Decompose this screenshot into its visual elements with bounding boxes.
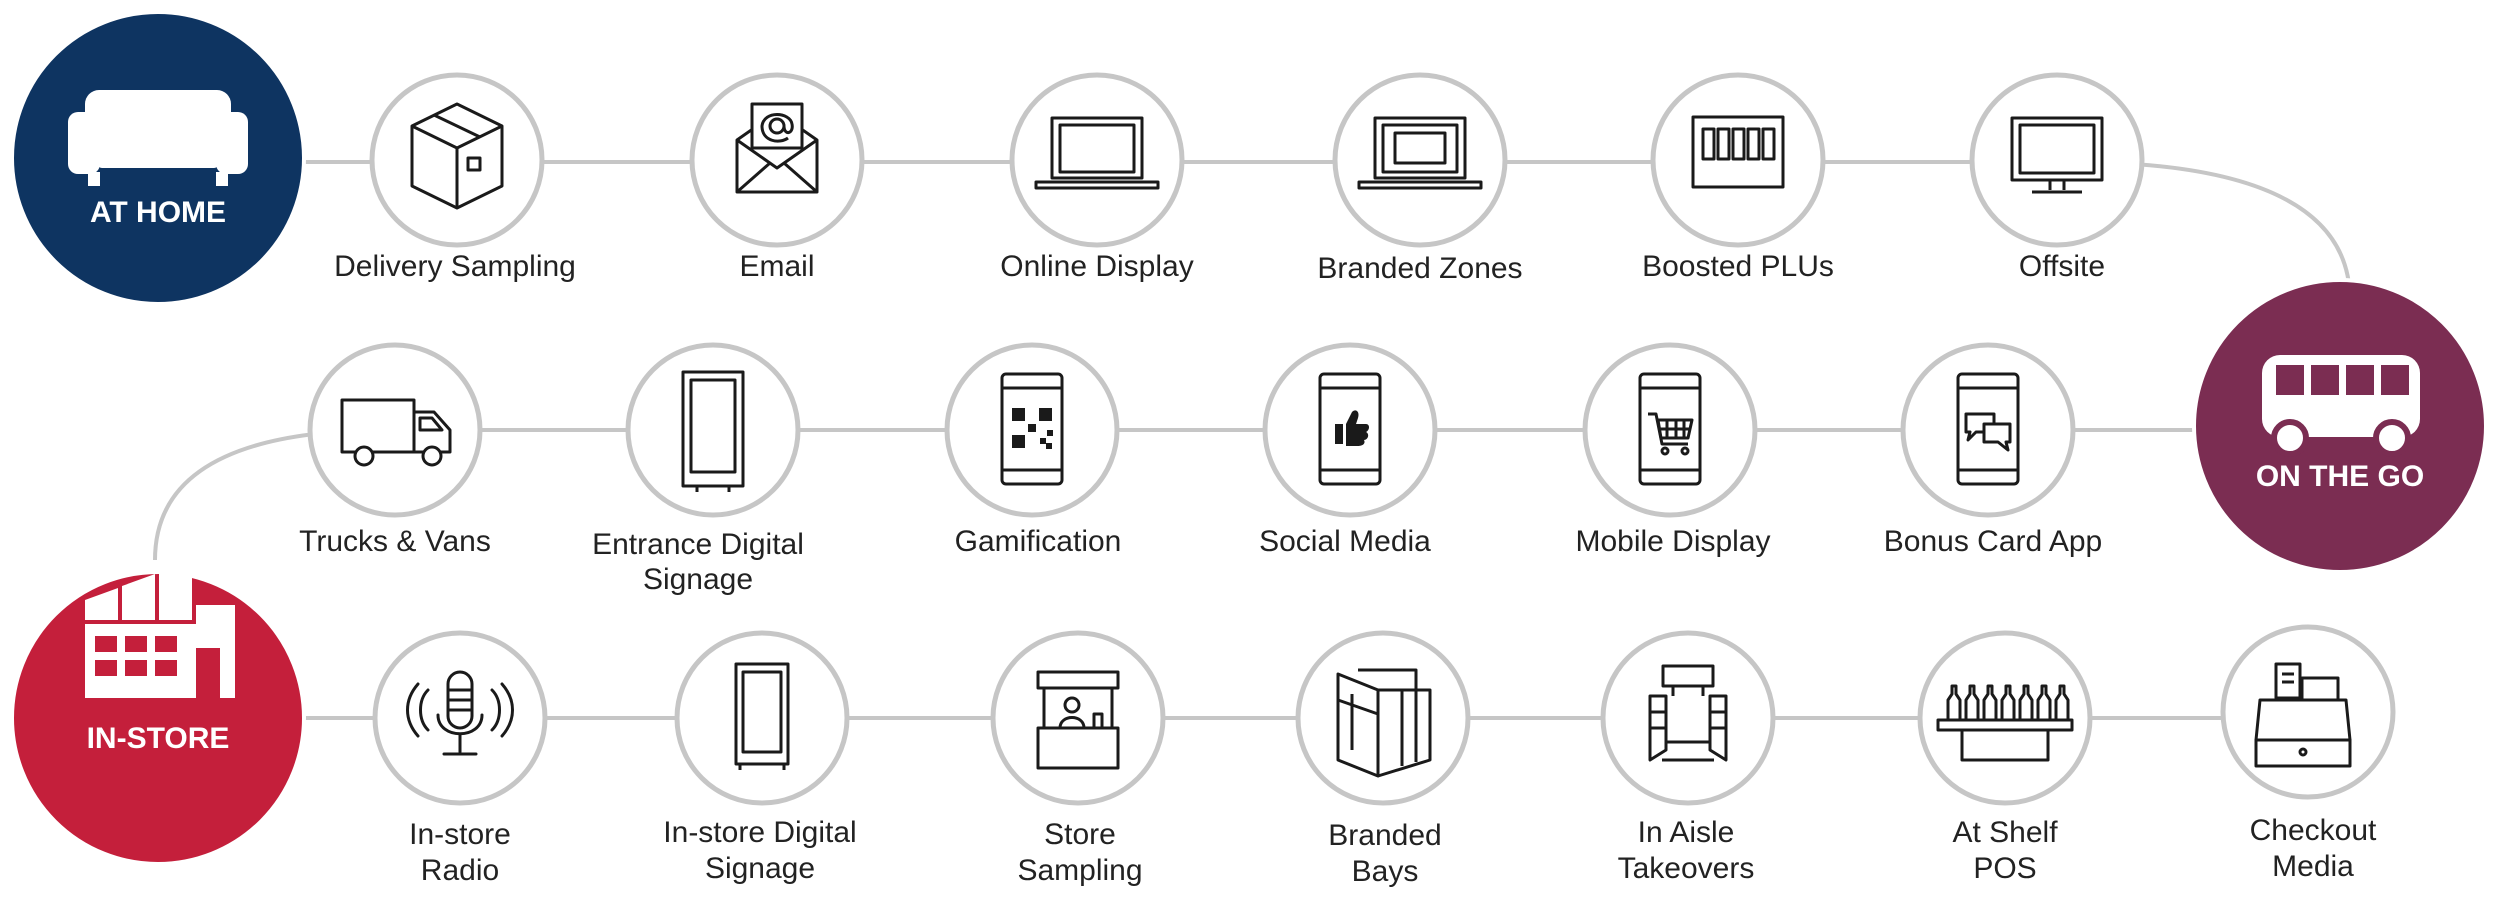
node-bonus-card-app: Bonus Card App [1884, 342, 2102, 558]
node-in-store-radio: In-store Radio [372, 630, 548, 887]
node-branded-zones: Branded Zones [1317, 72, 1523, 285]
node-boosted-plus-label: Boosted PLUs [1642, 250, 1834, 283]
node-email: Email [689, 72, 865, 283]
node-store-sampling: Store Sampling [990, 630, 1166, 887]
store-building-icon [85, 560, 235, 698]
hub-on-the-go-label: ON THE GO [2256, 460, 2424, 493]
node-social-media: Social Media [1259, 342, 1438, 558]
sampling-booth-icon [1036, 670, 1120, 770]
node-in-store-radio-label-line2: Radio [421, 854, 499, 887]
node-bonus-card-app-label: Bonus Card App [1884, 525, 2102, 558]
node-entrance-digital-signage: Entrance Digital Signage [592, 342, 804, 596]
digital-signage-icon [681, 370, 745, 492]
microphone-icon [406, 670, 514, 756]
bus-icon [2262, 355, 2420, 457]
node-branded-bays: Branded Bays [1295, 630, 1471, 888]
node-in-aisle-takeovers: In Aisle Takeovers [1600, 630, 1776, 885]
node-store-sampling-label-line2: Sampling [1017, 854, 1142, 887]
monitor-icon [2010, 116, 2104, 194]
node-in-aisle-takeovers-label: In Aisle [1638, 816, 1735, 849]
node-online-display-label: Online Display [1000, 250, 1193, 283]
node-delivery-sampling: Delivery Sampling [334, 72, 576, 283]
node-mobile-display-label: Mobile Display [1575, 525, 1770, 558]
node-at-shelf-pos: At Shelf POS [1917, 630, 2093, 885]
laptop-icon [1034, 116, 1160, 190]
node-online-display: Online Display [1000, 72, 1194, 283]
truck-icon [340, 398, 452, 467]
node-gamification-label: Gamification [955, 525, 1122, 558]
thumbs-up-phone-icon [1318, 372, 1382, 486]
node-branded-zones-label: Branded Zones [1317, 252, 1522, 285]
node-entrance-digital-signage-label: Entrance Digital [592, 528, 804, 561]
node-email-label: Email [739, 250, 814, 283]
hub-in-store-label: IN-STORE [87, 722, 230, 755]
node-social-media-label: Social Media [1259, 525, 1431, 558]
node-checkout-media: Checkout Media [2220, 624, 2396, 883]
node-mobile-display: Mobile Display [1575, 342, 1771, 558]
node-trucks-vans: Trucks & Vans [299, 342, 491, 558]
cart-phone-icon [1638, 372, 1702, 486]
node-trucks-vans-label: Trucks & Vans [299, 525, 491, 558]
node-in-store-digital-signage: In-store Digital Signage [663, 630, 857, 885]
plu-board-icon [1691, 115, 1785, 189]
node-delivery-sampling-label: Delivery Sampling [334, 250, 576, 283]
hub-at-home-label: AT HOME [90, 196, 226, 229]
node-in-store-radio-label: In-store [409, 818, 511, 851]
shelf-bottles-icon [1936, 684, 2074, 762]
laptop-banner-icon [1357, 116, 1483, 190]
node-checkout-media-label: Checkout [2250, 814, 2377, 847]
aisle-takeover-icon [1648, 664, 1728, 762]
node-gamification: Gamification [944, 342, 1122, 558]
qr-phone-icon [1000, 372, 1064, 486]
package-box-icon [410, 102, 504, 210]
node-at-shelf-pos-label: At Shelf [1952, 816, 2058, 849]
envelope-at-icon [735, 102, 819, 194]
store-screen-icon [734, 662, 790, 770]
branded-bay-icon [1336, 668, 1432, 778]
node-entrance-digital-signage-label-line2: Signage [643, 563, 753, 596]
sofa-icon [68, 90, 248, 186]
node-at-shelf-pos-label-line2: POS [1973, 852, 2036, 885]
chat-phone-icon [1956, 372, 2020, 486]
hub-at-home: AT HOME [10, 10, 306, 306]
node-boosted-plus: Boosted PLUs [1642, 72, 1834, 283]
node-offsite: Offsite [1969, 72, 2145, 283]
node-in-store-digital-signage-label-line2: Signage [705, 852, 815, 885]
cash-register-icon [2254, 662, 2352, 768]
node-offsite-label: Offsite [2019, 250, 2105, 283]
node-checkout-media-label-line2: Media [2272, 850, 2354, 883]
node-in-aisle-takeovers-label-line2: Takeovers [1618, 852, 1755, 885]
node-branded-bays-label-line2: Bays [1352, 855, 1419, 888]
node-store-sampling-label: Store [1044, 818, 1116, 851]
node-in-store-digital-signage-label: In-store Digital [663, 816, 856, 849]
node-branded-bays-label: Branded [1328, 819, 1441, 852]
hub-on-the-go: ON THE GO [2192, 278, 2488, 574]
hub-in-store: IN-STORE [10, 560, 306, 866]
